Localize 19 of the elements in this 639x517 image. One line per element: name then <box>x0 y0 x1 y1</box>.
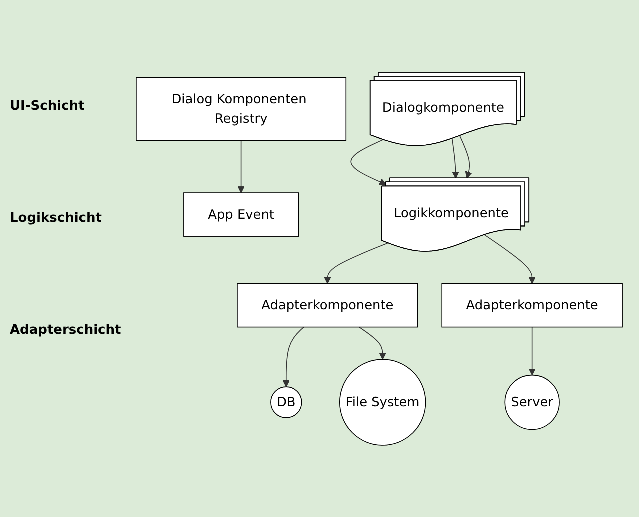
arrow <box>460 135 472 178</box>
node-box: Dialog Komponenten Registry <box>136 76 347 141</box>
node-circle: File System <box>339 358 426 446</box>
node-box: Adapterkomponente <box>237 282 418 328</box>
arrow <box>350 139 387 185</box>
layer-label: Adapterschicht <box>10 323 122 338</box>
arrow <box>324 242 388 284</box>
arrow <box>238 140 245 193</box>
arrow <box>528 326 536 376</box>
node-box: App Event <box>184 192 300 236</box>
node-circle: Server <box>504 374 560 430</box>
arrow <box>282 326 304 387</box>
layer-label: UI-Schicht <box>10 98 86 114</box>
arrow <box>358 326 386 360</box>
arrow <box>452 138 460 178</box>
node-box: Adapterkomponente <box>442 282 623 328</box>
node-circle: DB <box>270 386 302 418</box>
arrow <box>484 234 536 284</box>
layer-label: Logikschicht <box>10 210 103 226</box>
